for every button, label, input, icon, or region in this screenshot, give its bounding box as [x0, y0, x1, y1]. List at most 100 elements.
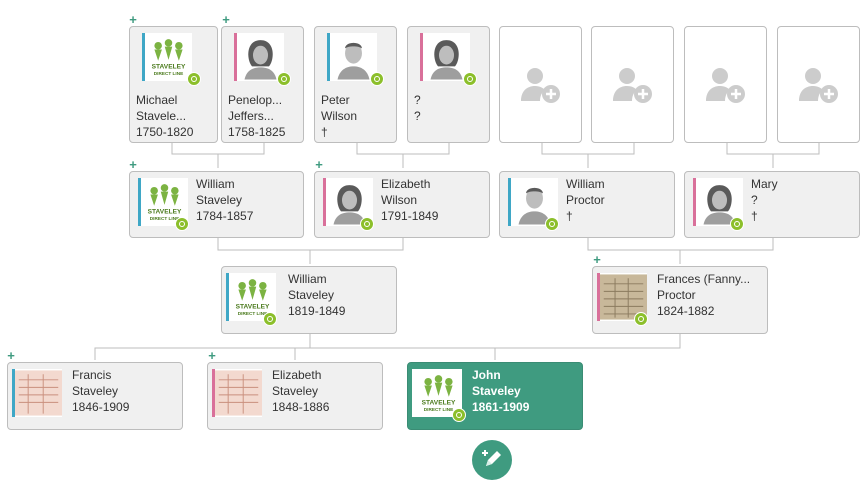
person-info: Peter Wilson †	[321, 92, 357, 140]
female-silhouette-icon	[237, 34, 284, 80]
document-scan-icon	[15, 370, 62, 416]
person-name-last: ?	[414, 109, 421, 123]
expand-descendants-elizabeth-1848[interactable]: +	[208, 348, 216, 363]
person-name-last: Staveley	[272, 384, 319, 398]
person-card-william-staveley-1784[interactable]: STAVELEY DIRECT LINE William Staveley 17…	[129, 171, 304, 238]
person-lifespan: 1750-1820	[136, 125, 194, 139]
person-lifespan: 1824-1882	[657, 304, 715, 318]
person-name-first: Peter	[321, 93, 350, 107]
svg-text:STAVELEY: STAVELEY	[236, 303, 270, 310]
person-name-last: Stavele...	[136, 109, 187, 123]
svg-text:STAVELEY: STAVELEY	[148, 208, 182, 215]
record-badge-icon[interactable]	[634, 312, 648, 326]
person-lifespan: 1846-1909	[72, 400, 130, 414]
person-info: Mary ? †	[751, 176, 778, 224]
person-name-last: Staveley	[72, 384, 119, 398]
person-info: John Staveley 1861-1909	[472, 367, 529, 415]
person-name-first: Francis	[72, 368, 112, 382]
person-name-first: William	[288, 272, 327, 286]
photo-female	[420, 33, 470, 81]
record-badge-icon[interactable]	[370, 72, 384, 86]
record-badge-icon[interactable]	[730, 217, 744, 231]
person-card-peter-wilson[interactable]: Peter Wilson †	[314, 26, 397, 143]
photo-staveley-logo: STAVELEY DIRECT LINE	[142, 33, 192, 81]
edit-person-button[interactable]	[472, 440, 512, 480]
staveley-logo-icon: STAVELEY DIRECT LINE	[152, 39, 186, 76]
person-name-last: Wilson	[381, 193, 418, 207]
record-badge-icon[interactable]	[463, 72, 477, 86]
person-card-frances-proctor[interactable]: Frances (Fanny... Proctor 1824-1882	[592, 266, 768, 334]
add-person-icon	[612, 67, 652, 103]
person-card-mary[interactable]: Mary ? †	[684, 171, 860, 238]
record-badge-icon[interactable]	[360, 217, 374, 231]
person-name-first: Michael	[136, 93, 178, 107]
add-mother-slot[interactable]	[777, 26, 860, 143]
expand-ancestors-penelope[interactable]: +	[222, 12, 230, 27]
expand-ancestors-william-1784[interactable]: +	[129, 157, 137, 172]
photo-document	[212, 369, 262, 417]
person-card-penelope-jefferson[interactable]: Penelop... Jeffers... 1758-1825	[221, 26, 304, 143]
photo-document	[12, 369, 62, 417]
expand-descendants-francis[interactable]: +	[7, 348, 15, 363]
person-name-last: Jeffers...	[228, 109, 274, 123]
person-info: Elizabeth Wilson 1791-1849	[381, 176, 438, 224]
person-name-last: ?	[751, 193, 758, 207]
add-person-icon	[520, 67, 560, 103]
person-lifespan: †	[751, 209, 758, 223]
person-info: William Proctor †	[566, 176, 605, 224]
expand-ancestors-frances[interactable]: +	[593, 252, 601, 267]
person-name-last: Wilson	[321, 109, 358, 123]
female-silhouette-icon	[423, 34, 470, 80]
person-lifespan: 1784-1857	[196, 209, 254, 223]
staveley-logo-icon: STAVELEY DIRECT LINE	[148, 184, 182, 221]
add-mother-slot[interactable]	[591, 26, 674, 143]
add-father-slot[interactable]	[684, 26, 767, 143]
record-badge-icon[interactable]	[277, 72, 291, 86]
photo-male	[327, 33, 377, 81]
photo-female	[234, 33, 284, 81]
person-lifespan: 1791-1849	[381, 209, 439, 223]
person-name-last: Staveley	[196, 193, 243, 207]
person-card-john-staveley-selected[interactable]: STAVELEY DIRECT LINE John Staveley 1861-…	[407, 362, 583, 430]
person-name-first: Mary	[751, 177, 778, 191]
staveley-logo-icon: STAVELEY DIRECT LINE	[236, 279, 270, 316]
record-badge-icon[interactable]	[452, 408, 466, 422]
document-scan-icon	[215, 370, 262, 416]
person-lifespan: †	[566, 209, 573, 223]
add-father-slot[interactable]	[499, 26, 582, 143]
person-name-first: Elizabeth	[272, 368, 322, 382]
person-info: William Staveley 1819-1849	[288, 271, 345, 319]
person-card-william-proctor[interactable]: William Proctor †	[499, 171, 675, 238]
person-card-unknown-wife[interactable]: ? ?	[407, 26, 490, 143]
person-name-first: William	[566, 177, 605, 191]
person-card-michael-staveley[interactable]: STAVELEY DIRECT LINE Michael Stavele... …	[129, 26, 218, 143]
person-name-first: John	[472, 368, 501, 382]
record-badge-icon[interactable]	[263, 312, 277, 326]
person-lifespan: †	[321, 125, 328, 139]
male-silhouette-icon	[330, 34, 377, 80]
person-lifespan: 1819-1849	[288, 304, 346, 318]
person-info: ? ?	[414, 92, 421, 124]
person-card-elizabeth-wilson[interactable]: Elizabeth Wilson 1791-1849	[314, 171, 490, 238]
record-badge-icon[interactable]	[175, 217, 189, 231]
person-card-elizabeth-staveley-1848[interactable]: Elizabeth Staveley 1848-1886	[207, 362, 383, 430]
person-name-last: Proctor	[566, 193, 605, 207]
person-info: Frances (Fanny... Proctor 1824-1882	[657, 271, 750, 319]
expand-ancestors-elizabeth-wilson[interactable]: +	[315, 157, 323, 172]
record-badge-icon[interactable]	[545, 217, 559, 231]
person-info: Penelop... Jeffers... 1758-1825	[228, 92, 285, 140]
svg-text:DIRECT LINE: DIRECT LINE	[154, 71, 183, 76]
person-card-william-staveley-1819[interactable]: STAVELEY DIRECT LINE William Staveley 18…	[221, 266, 397, 334]
person-name-first: Elizabeth	[381, 177, 431, 191]
record-badge-icon[interactable]	[187, 72, 201, 86]
expand-ancestors-michael[interactable]: +	[129, 12, 137, 27]
person-info: William Staveley 1784-1857	[196, 176, 253, 224]
person-name-first: ?	[414, 93, 421, 107]
svg-text:DIRECT LINE: DIRECT LINE	[238, 311, 267, 316]
person-info: Francis Staveley 1846-1909	[72, 367, 129, 415]
add-person-icon	[798, 67, 838, 103]
person-card-francis-staveley[interactable]: Francis Staveley 1846-1909	[7, 362, 183, 430]
person-name-last: Staveley	[288, 288, 335, 302]
person-lifespan: 1861-1909	[472, 400, 530, 414]
